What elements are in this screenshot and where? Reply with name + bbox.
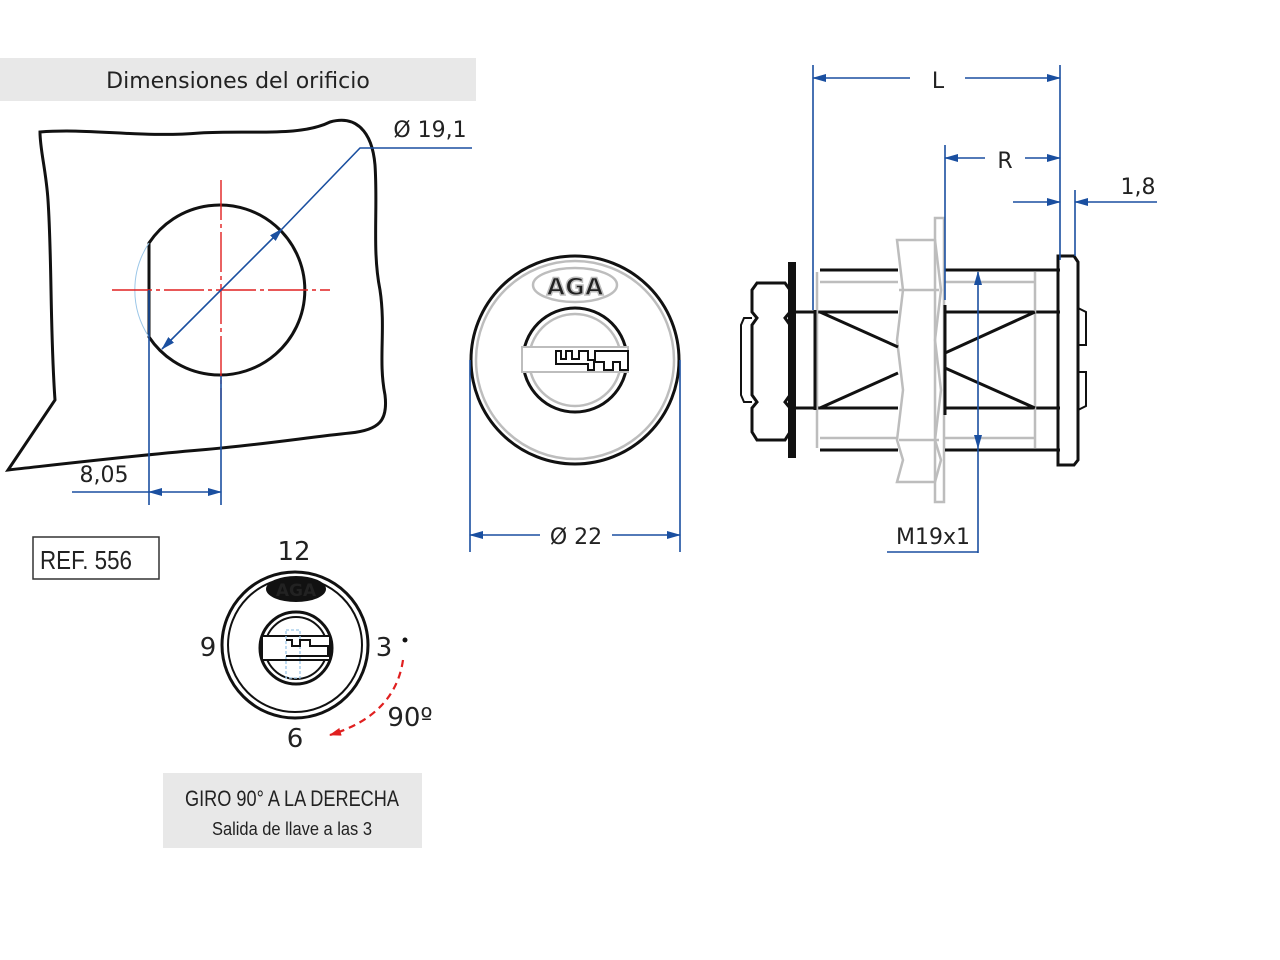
- hole-outline: [147, 203, 307, 377]
- clock-3: 3: [376, 633, 393, 663]
- rotation-arrow: [329, 659, 405, 737]
- front-diameter-label: Ø 22: [550, 525, 602, 550]
- rotation-diagram: AGA 12 9 3 6 90º GIRO 90° A LA DERECHA S…: [163, 537, 433, 848]
- section-title-bg: [0, 58, 476, 101]
- diameter-leader: [281, 147, 472, 230]
- panel-outline: [4, 118, 388, 472]
- front-view: AGA Ø 22: [469, 254, 681, 552]
- front-outer-circle: [469, 254, 681, 466]
- aga-logo: AGA: [547, 273, 604, 301]
- diameter-dimension-line: [161, 228, 283, 350]
- lock-body: [795, 268, 1060, 452]
- aga-logo-oval: [531, 266, 619, 304]
- nut-washer: [788, 262, 796, 458]
- clock-9: 9: [200, 633, 217, 663]
- hex-nut: [740, 262, 796, 458]
- clock-12: 12: [277, 537, 310, 567]
- section-title: Dimensiones del orificio: [106, 69, 370, 94]
- small-plug: [258, 610, 334, 686]
- side-view: L R 1,8 M19x1: [740, 65, 1157, 553]
- thread-label: M19x1: [896, 525, 970, 550]
- cam: [1077, 307, 1087, 411]
- clock-6: 6: [287, 724, 304, 754]
- reference-label: REF. 556: [40, 545, 132, 575]
- start-dot: [402, 637, 408, 643]
- flange-label: 1,8: [1121, 175, 1156, 200]
- caption-title: GIRO 90° A LA DERECHA: [185, 786, 399, 811]
- hole-diameter-label: Ø 19,1: [393, 118, 466, 143]
- front-flange: [1056, 254, 1080, 467]
- reference-box: [32, 536, 160, 580]
- length-label: L: [932, 69, 945, 94]
- front-inner-ring: [474, 259, 676, 461]
- r-label: R: [997, 149, 1012, 174]
- caption-subtitle: Salida de llave a las 3: [212, 819, 372, 839]
- small-outer-circle: [220, 570, 370, 720]
- rotation-angle: 90º: [387, 703, 432, 733]
- key-profile: [555, 350, 629, 371]
- hole-dimensions-section: Dimensiones del orificio Ø 19,1 8,05: [0, 58, 476, 505]
- caption-box: [163, 773, 422, 848]
- small-aga-logo-oval: [266, 576, 326, 602]
- flat-offset-label: 8,05: [80, 463, 129, 488]
- key-vertical-phantom: [285, 629, 301, 679]
- small-aga-logo: AGA: [276, 581, 317, 601]
